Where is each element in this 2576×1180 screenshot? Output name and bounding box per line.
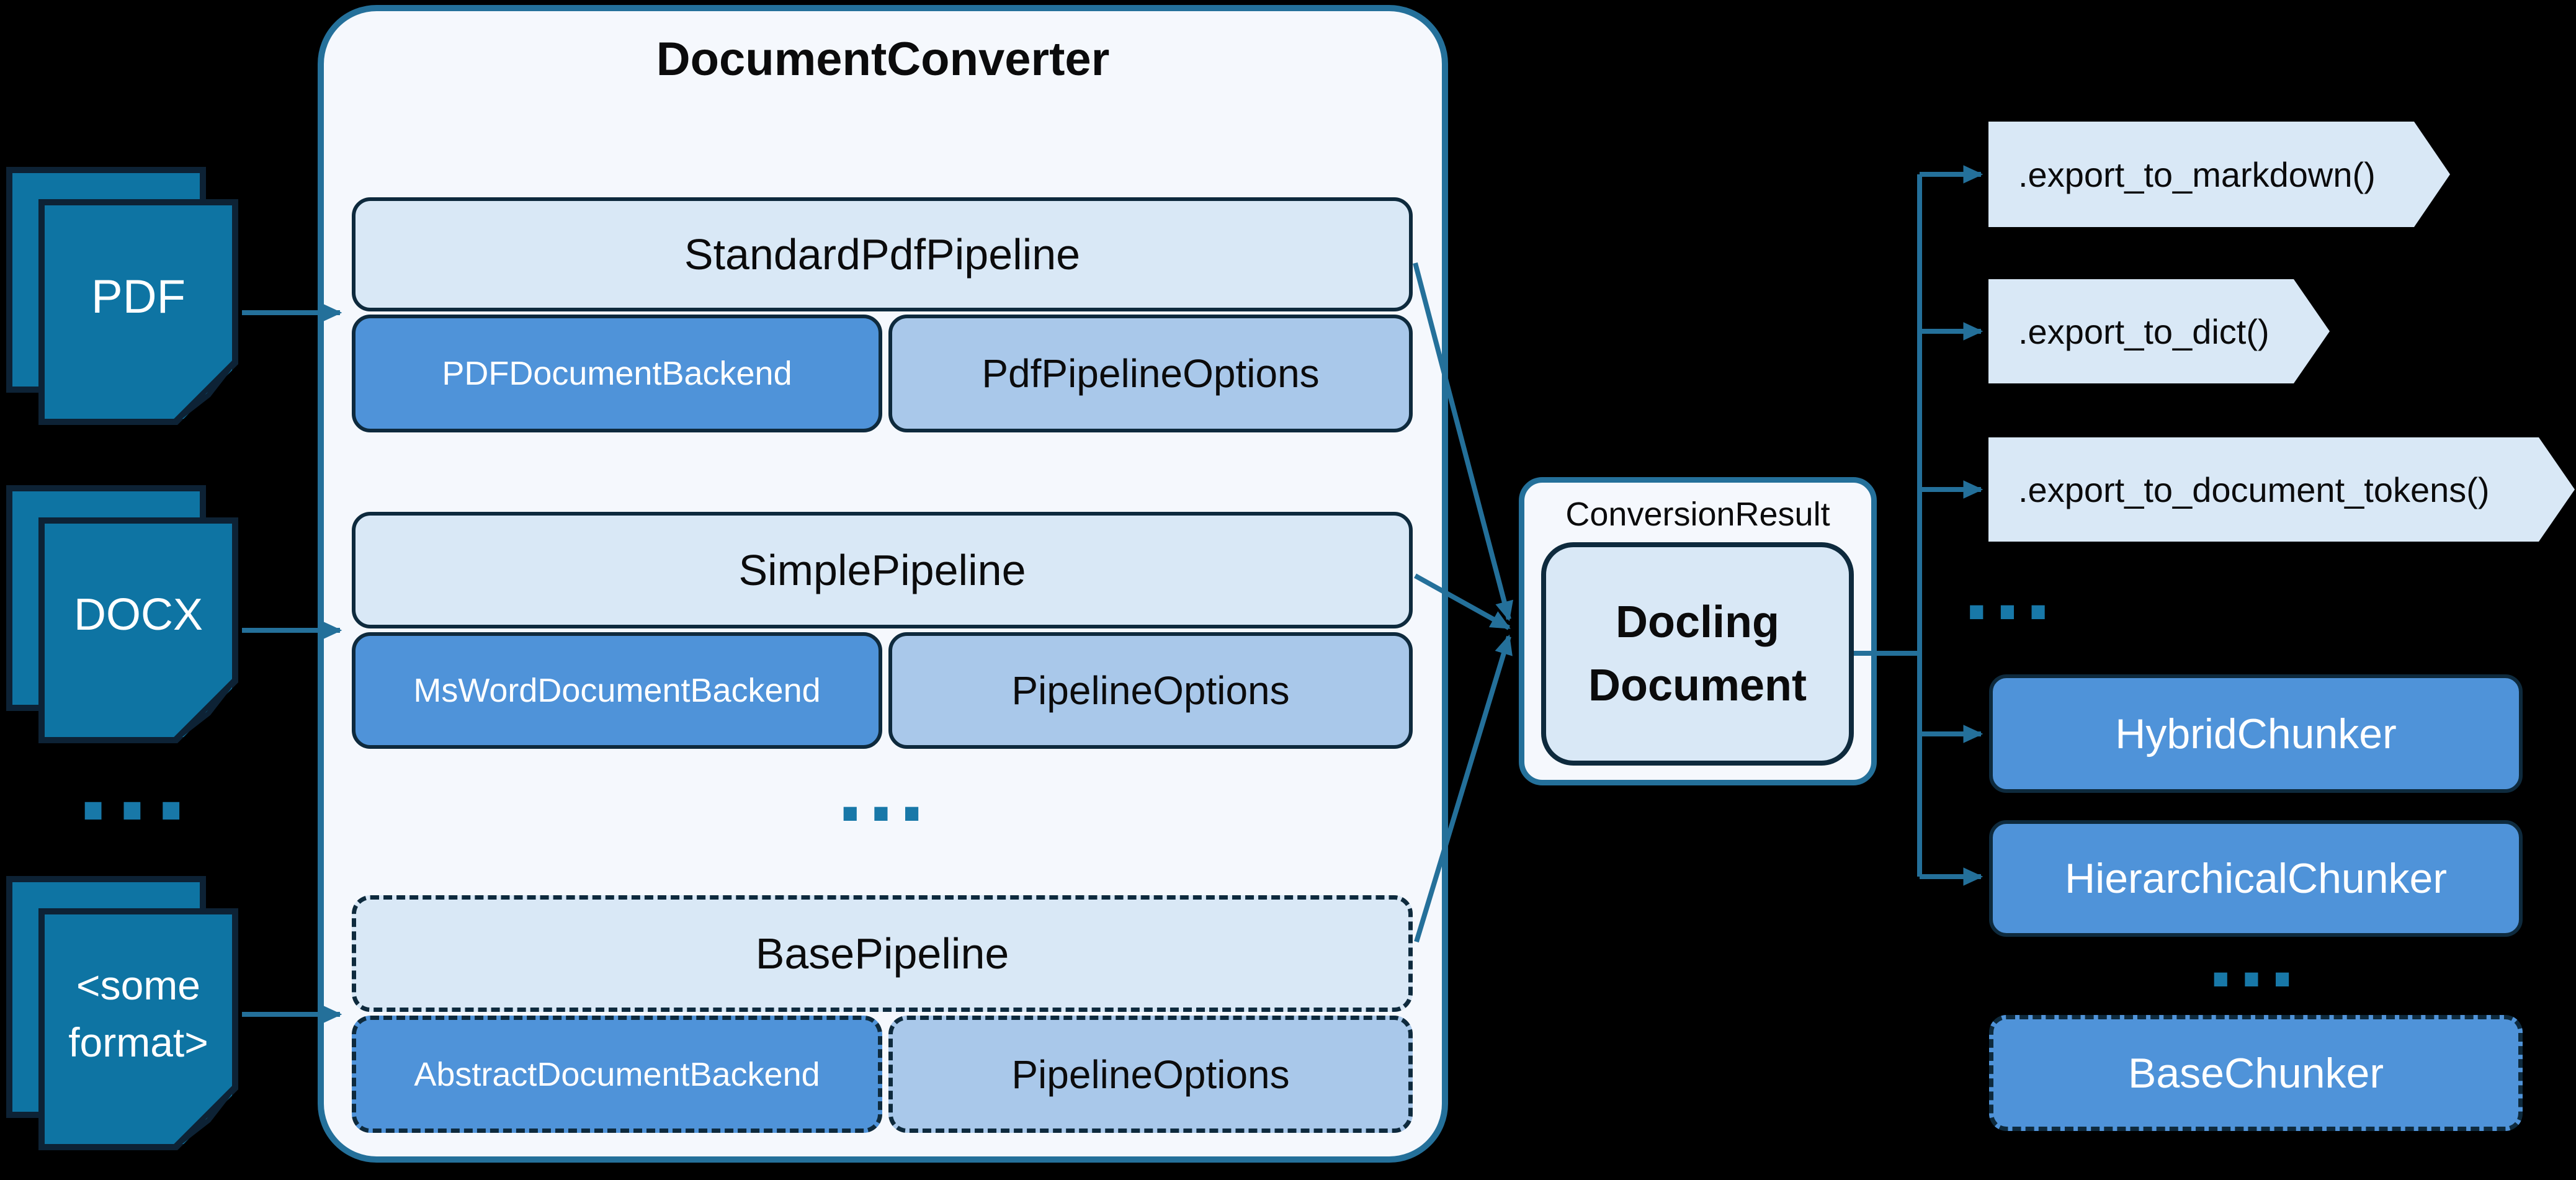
hierarchical-chunker-label: HierarchicalChunker: [2064, 855, 2448, 902]
conversion-result-label: ConversionResult: [1565, 496, 1830, 533]
pipeline-options-box: PipelineOptions: [888, 632, 1413, 749]
base-chunker-box: BaseChunker: [1989, 1015, 2523, 1131]
export-to-document-tokens-shape: .export_to_document_tokens(): [1988, 437, 2575, 542]
standard-pdf-pipeline-label: StandardPdfPipeline: [684, 230, 1081, 279]
converter-ellipsis: ...: [837, 736, 930, 841]
pdf-label: PDF: [91, 270, 186, 323]
simple-pipeline-box: SimplePipeline: [352, 512, 1413, 628]
export-to-dict-label: .export_to_dict(): [2018, 311, 2270, 351]
export-to-markdown-shape: .export_to_markdown(): [1988, 122, 2450, 227]
export-to-document-tokens-label: .export_to_document_tokens(): [2018, 470, 2490, 509]
page-fold-icon: [172, 677, 238, 743]
docling-document-box: Docling Document: [1541, 542, 1854, 766]
pdf-pipeline-options-box: PdfPipelineOptions: [888, 315, 1413, 432]
abstract-document-backend-box: AbstractDocumentBackend: [352, 1016, 882, 1133]
base-pipeline-options-box: PipelineOptions: [888, 1016, 1413, 1133]
someformat-document-icon: <some format>: [38, 908, 238, 1150]
inputs-ellipsis: ...: [76, 713, 194, 845]
pdf-pipeline-options-label: PdfPipelineOptions: [982, 351, 1320, 396]
page-fold-icon: [172, 359, 238, 425]
hybrid-chunker-box: HybridChunker: [1989, 674, 2523, 793]
pdf-document-backend-box: PDFDocumentBackend: [352, 315, 882, 432]
base-pipeline-box: BasePipeline: [352, 895, 1413, 1012]
document-converter-title: DocumentConverter: [656, 33, 1110, 86]
chunkers-ellipsis: ...: [2207, 902, 2301, 1006]
hierarchical-chunker-box: HierarchicalChunker: [1989, 820, 2523, 937]
docx-document-icon: DOCX: [38, 517, 238, 743]
hybrid-chunker-label: HybridChunker: [2115, 710, 2397, 758]
pdf-document-icon: PDF: [38, 199, 238, 425]
msword-document-backend-box: MsWordDocumentBackend: [352, 632, 882, 749]
export-to-dict-shape: .export_to_dict(): [1988, 279, 2330, 383]
base-chunker-label: BaseChunker: [2127, 1049, 2384, 1097]
someformat-label-line2: format>: [68, 1019, 208, 1065]
conversion-result-box: ConversionResult Docling Document: [1519, 477, 1877, 785]
msword-document-backend-label: MsWordDocumentBackend: [413, 672, 821, 709]
pdf-document-backend-label: PDFDocumentBackend: [442, 355, 792, 392]
docx-label: DOCX: [73, 590, 203, 640]
page-fold-icon: [172, 1084, 238, 1150]
exports-ellipsis: ...: [1964, 535, 2057, 639]
simple-pipeline-label: SimplePipeline: [738, 546, 1026, 594]
someformat-label-line1: <some: [76, 962, 200, 1008]
export-to-markdown-label: .export_to_markdown(): [2018, 154, 2376, 194]
base-pipeline-label: BasePipeline: [755, 929, 1009, 978]
pipeline-options-label: PipelineOptions: [1011, 668, 1290, 713]
standard-pdf-pipeline-box: StandardPdfPipeline: [352, 197, 1413, 311]
docling-document-label-line1: Docling: [1616, 597, 1779, 647]
docling-document-label-line2: Document: [1588, 661, 1807, 710]
base-pipeline-options-label: PipelineOptions: [1011, 1052, 1290, 1097]
abstract-document-backend-label: AbstractDocumentBackend: [414, 1055, 820, 1093]
